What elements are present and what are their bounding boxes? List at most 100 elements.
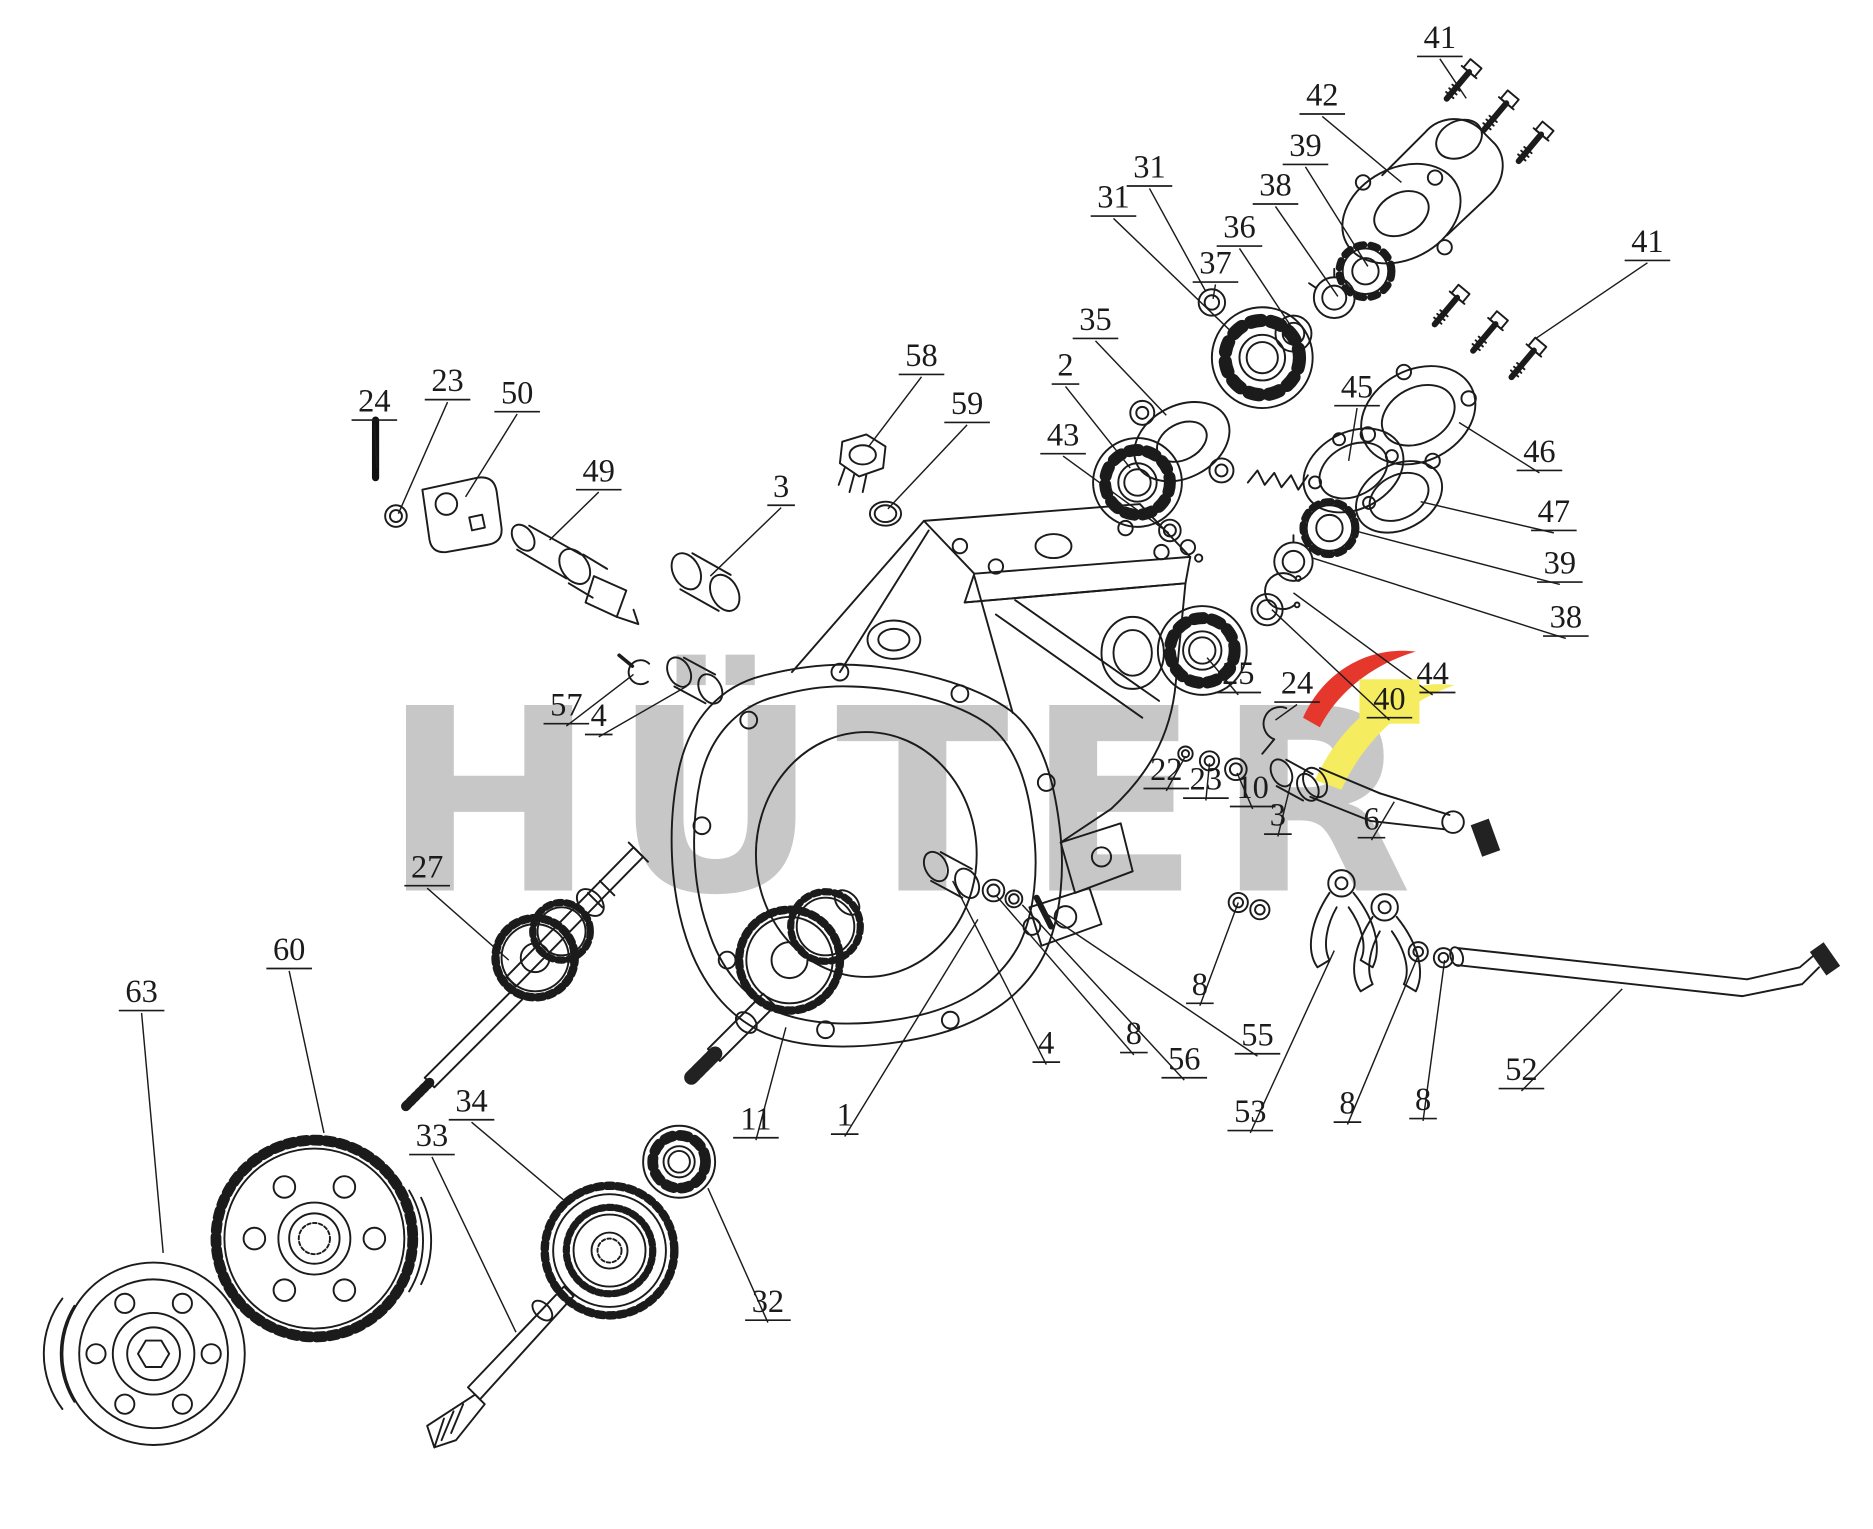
- bolt-icon: [1480, 89, 1520, 133]
- leader-line: [1304, 166, 1369, 267]
- part-number: 23: [1190, 762, 1222, 798]
- leader-line: [1021, 904, 1185, 1081]
- part-label-31-5: 31: [1090, 180, 1237, 337]
- bearing-cover-42: [1341, 118, 1504, 265]
- part-label-36-6: 36: [1216, 210, 1292, 327]
- part-number: 58: [905, 338, 937, 374]
- part-number: 39: [1544, 546, 1576, 582]
- part-label-56-40: 56: [1021, 904, 1208, 1081]
- part-number: 49: [583, 453, 615, 489]
- ball-bearing-31: [1210, 306, 1314, 410]
- part-label-32-51: 32: [707, 1187, 791, 1323]
- leader-line: [1148, 188, 1207, 292]
- part-label-38-23: 38: [1312, 557, 1589, 640]
- shift-fork-53: [1310, 869, 1421, 993]
- leader-line: [373, 422, 378, 469]
- castle-nut-39: [1335, 241, 1396, 302]
- ball-bearing-25: [1156, 605, 1248, 696]
- part-number: 24: [358, 384, 390, 420]
- part-label-6-34: 6: [1357, 801, 1395, 841]
- spring-stud: [1246, 469, 1309, 491]
- part-number: 40: [1373, 681, 1405, 717]
- shift-spindle-6: [1302, 766, 1501, 857]
- leader-line: [598, 685, 687, 738]
- leader-line: [887, 424, 968, 510]
- part-number: 3: [1270, 798, 1286, 834]
- flange-46: [1359, 363, 1477, 470]
- hook-spring-24b: [1261, 706, 1288, 755]
- bolt-icon: [1431, 283, 1471, 328]
- part-label-40-25: 40: [1271, 609, 1420, 724]
- leader-line: [755, 1027, 787, 1141]
- ball-bearing-32: [642, 1124, 717, 1199]
- part-number: 56: [1168, 1041, 1200, 1077]
- part-number: 8: [1339, 1086, 1355, 1122]
- part-label-22-30: 22: [1143, 752, 1190, 792]
- part-label-50-18: 50: [464, 375, 540, 498]
- leader-line: [1321, 115, 1402, 183]
- gear-shifter-shaft-49: [510, 523, 640, 626]
- part-number: 53: [1234, 1094, 1266, 1130]
- part-label-52-46: 52: [1498, 988, 1623, 1092]
- part-number: 4: [1038, 1026, 1054, 1062]
- part-number: 34: [455, 1083, 487, 1119]
- part-label-41-8: 41: [1535, 224, 1671, 340]
- washer-37: [1197, 288, 1227, 317]
- leader-line: [431, 1156, 517, 1333]
- gasket-47: [1355, 460, 1444, 534]
- leader-line: [707, 1187, 769, 1323]
- leader-line: [1249, 950, 1335, 1134]
- part-number: 8: [1192, 967, 1208, 1003]
- clutch-housing-60: [210, 1134, 433, 1343]
- drain-plug-58: [837, 433, 887, 494]
- washer-set-43: [1158, 518, 1204, 563]
- bushing-4b: [922, 850, 981, 899]
- leader-line: [1112, 217, 1237, 337]
- leader-line: [288, 970, 325, 1134]
- part-number: 55: [1241, 1017, 1273, 1053]
- part-number: 6: [1363, 801, 1379, 837]
- gearbox-housing: [670, 503, 1192, 1048]
- leader-line: [1275, 703, 1298, 721]
- part-number: 4: [591, 698, 607, 734]
- part-label-31-4: 31: [1126, 150, 1207, 292]
- bolt-icon: [1470, 310, 1509, 354]
- part-number: 31: [1133, 150, 1165, 186]
- part-number: 39: [1289, 128, 1321, 164]
- pinion-shaft-33: [426, 1285, 575, 1449]
- leader-line: [1293, 592, 1434, 696]
- washer-10: [1224, 757, 1248, 782]
- part-number: 38: [1550, 600, 1582, 636]
- leader-line: [1312, 557, 1567, 640]
- part-number: 24: [1281, 666, 1313, 702]
- part-label-23-31: 23: [1183, 762, 1229, 801]
- part-label-27-35: 27: [404, 849, 510, 961]
- double-gear-34: [540, 1181, 679, 1320]
- shift-rod-52: [1449, 942, 1841, 998]
- part-number: 46: [1523, 434, 1555, 470]
- leader-line: [1420, 500, 1554, 534]
- leader-line: [1346, 955, 1419, 1125]
- washer-40: [1250, 593, 1284, 627]
- part-label-25-28: 25: [1206, 656, 1262, 696]
- part-label-8-36: 8: [1186, 902, 1239, 1006]
- part-number: 35: [1079, 302, 1111, 338]
- leader-line: [1535, 262, 1648, 340]
- part-label-37-7: 37: [1192, 246, 1239, 299]
- part-number: 3: [773, 469, 789, 505]
- leader-line: [471, 1121, 565, 1201]
- part-number: 42: [1306, 78, 1338, 114]
- part-number: 41: [1631, 224, 1663, 260]
- countershaft-27: [400, 841, 649, 1112]
- leader-line: [1236, 772, 1254, 810]
- leader-line: [1439, 58, 1467, 99]
- leader-line: [1043, 911, 1258, 1057]
- part-label-8-44: 8: [1333, 955, 1419, 1125]
- logo-swoosh-red-icon: [1303, 650, 1416, 728]
- leader-line: [1206, 657, 1239, 696]
- leader-line: [397, 401, 449, 514]
- leader-line: [1212, 284, 1217, 299]
- part-label-39-2: 39: [1282, 128, 1369, 267]
